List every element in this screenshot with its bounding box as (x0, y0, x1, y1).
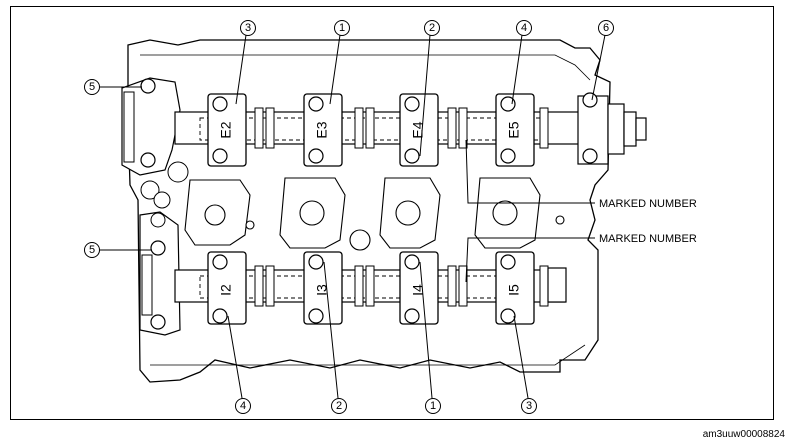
svg-text:3: 3 (526, 400, 532, 412)
casting-bosses (184, 177, 565, 251)
callout-top-4: 4 (516, 20, 532, 36)
svg-text:1: 1 (430, 400, 436, 412)
cap-label-i5: I5 (506, 284, 522, 296)
svg-text:4: 4 (240, 400, 246, 412)
intake-cap-1: I2 (207, 251, 247, 325)
svg-text:5: 5 (89, 244, 95, 256)
callout-bottom-2: 2 (331, 398, 347, 414)
passage-bump (140, 180, 160, 200)
svg-text:1: 1 (339, 22, 345, 34)
left-bracket-lower-plate (141, 254, 153, 316)
callout-left-upper-5: 5 (84, 79, 100, 95)
callout-top-6: 6 (598, 20, 614, 36)
callout-bottom-1: 1 (425, 398, 441, 414)
svg-text:4: 4 (521, 22, 527, 34)
end-bolts (140, 78, 598, 330)
left-bracket-upper (121, 77, 181, 176)
callout-top-2: 2 (424, 20, 440, 36)
cap-label-e2: E2 (218, 121, 234, 138)
left-bracket-upper-plate (123, 91, 135, 163)
svg-text:6: 6 (603, 22, 609, 34)
intake-cap-2: I3 (303, 251, 343, 325)
passage-bump (167, 161, 189, 183)
callout-bottom-3: 3 (521, 398, 537, 414)
callout-top-3: 3 (240, 20, 256, 36)
svg-text:2: 2 (429, 22, 435, 34)
cap-label-i2: I2 (218, 284, 234, 296)
passage-bump (150, 212, 166, 228)
callout-left-lower-5: 5 (84, 242, 100, 258)
cap-label-i4: I4 (410, 284, 426, 296)
figure-frame (10, 6, 774, 420)
intake-cap-3: I4 (399, 251, 439, 325)
cap-label-e4: E4 (410, 121, 426, 138)
exhaust-cap-3: E4 (399, 93, 439, 167)
exhaust-cap-1: E2 (207, 93, 247, 167)
callout-top-1: 1 (334, 20, 350, 36)
intake-cap-4: I5 (495, 251, 535, 325)
svg-text:5: 5 (89, 81, 95, 93)
svg-text:3: 3 (245, 22, 251, 34)
marked-number-label-upper: MARKED NUMBER (599, 198, 697, 210)
cap-label-e5: E5 (506, 121, 522, 138)
figure-id: am3uuw00008824 (702, 429, 785, 440)
svg-text:2: 2 (336, 400, 342, 412)
exhaust-cap-4: E5 (495, 93, 535, 167)
cap-label-e3: E3 (314, 121, 330, 138)
callout-bottom-4: 4 (235, 398, 251, 414)
exhaust-cap-2: E3 (303, 93, 343, 167)
leader-lines (100, 34, 606, 399)
cylinder-head-inner-outline (140, 54, 591, 366)
cap-label-i3: I3 (314, 284, 330, 296)
marked-number-label-lower: MARKED NUMBER (599, 233, 697, 245)
passage-bump (153, 191, 171, 209)
